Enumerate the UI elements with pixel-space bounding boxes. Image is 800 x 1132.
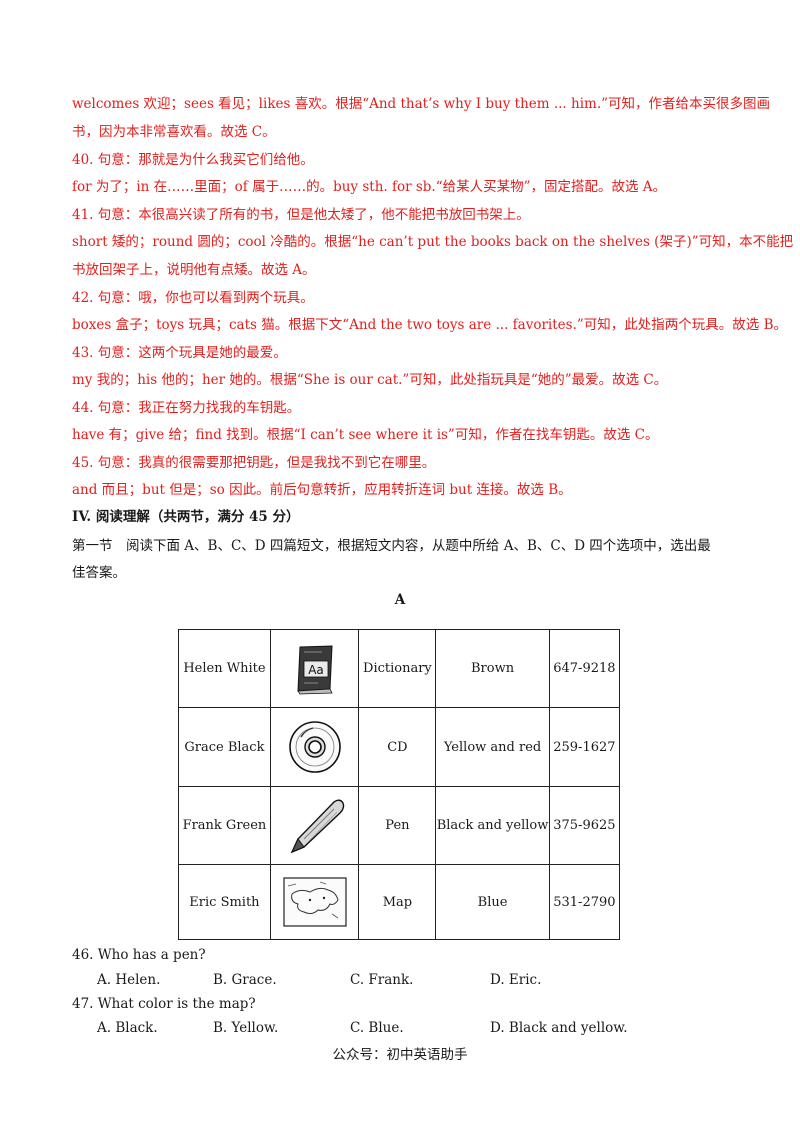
item-name: CD — [358, 707, 437, 787]
person-name: Frank Green — [178, 786, 271, 865]
section-intro: 佳答案。 — [72, 565, 126, 581]
explanation-line: and 而且；but 但是；so 因此。前后句意转折，应用转折连词 but 连接… — [72, 482, 572, 498]
explanation-line: 43. 句意：这两个玩具是她的最爱。 — [72, 345, 287, 361]
explanation-line: 书，因为本非常喜欢看。故选 C。 — [72, 124, 276, 140]
phone-number: 259-1627 — [548, 707, 621, 787]
explanation-line: 41. 句意：本很高兴读了所有的书，但是他太矮了，他不能把书放回书架上。 — [72, 207, 530, 223]
explanation-line: 42. 句意：哦，你也可以看到两个玩具。 — [72, 290, 314, 306]
explanation-line: short 矮的；round 圆的；cool 冷酷的。根据“he can’t p… — [72, 234, 794, 250]
dictionary-letters: Aa — [308, 663, 324, 677]
explanation-line: boxes 盒子；toys 玩具；cats 猫。根据下文“And the two… — [72, 317, 787, 333]
map-icon — [269, 864, 360, 940]
item-name: Pen — [358, 786, 437, 865]
info-table: Helen White Aa Dictionary Brown 647-9218… — [178, 629, 621, 940]
explanation-line: 45. 句意：我真的很需要那把钥匙，但是我找不到它在哪里。 — [72, 455, 436, 471]
cd-icon — [269, 707, 360, 787]
table-row: Grace Black CD Yellow and red 259-1627 — [178, 707, 621, 787]
question-stem: 47. What color is the map? — [72, 996, 256, 1012]
answer-option: C. Frank. — [350, 972, 414, 988]
answer-option: C. Blue. — [350, 1020, 404, 1036]
explanation-line: have 有；give 给；find 找到。根据“I can’t see whe… — [72, 427, 659, 443]
explanation-line: 44. 句意：我正在努力找我的车钥匙。 — [72, 400, 301, 416]
item-color: Black and yellow — [435, 786, 550, 865]
explanation-line: 40. 句意：那就是为什么我买它们给他。 — [72, 152, 314, 168]
footer-text: 公众号：初中英语助手 — [332, 1047, 468, 1063]
phone-number: 647-9218 — [548, 629, 621, 708]
answer-option: D. Black and yellow. — [490, 1020, 628, 1036]
answer-option: A. Helen. — [97, 972, 161, 988]
question-stem: 46. Who has a pen? — [72, 947, 206, 963]
explanation-line: 书放回架子上，说明他有点矮。故选 A。 — [72, 262, 316, 278]
table-row: Helen White Aa Dictionary Brown 647-9218 — [178, 629, 621, 708]
pen-icon — [269, 786, 360, 865]
table-row: Eric Smith Map Blue 531-2790 — [178, 864, 621, 940]
dictionary-icon: Aa — [269, 629, 360, 708]
item-color: Blue — [435, 864, 550, 940]
answer-option: B. Grace. — [213, 972, 277, 988]
passage-label: A — [394, 592, 406, 608]
table-row: Frank Green Pen Black and yellow 375-962… — [178, 786, 621, 865]
phone-number: 531-2790 — [548, 864, 621, 940]
item-name: Dictionary — [358, 629, 437, 708]
explanation-line: welcomes 欢迎；sees 看见；likes 喜欢。根据“And that… — [72, 96, 771, 112]
item-color: Yellow and red — [435, 707, 550, 787]
phone-number: 375-9625 — [548, 786, 621, 865]
item-color: Brown — [435, 629, 550, 708]
explanation-line: for 为了；in 在……里面；of 属于……的。buy sth. for sb… — [72, 179, 667, 195]
answer-option: B. Yellow. — [213, 1020, 279, 1036]
answer-option: D. Eric. — [490, 972, 542, 988]
answer-option: A. Black. — [97, 1020, 158, 1036]
person-name: Eric Smith — [178, 864, 271, 940]
explanation-line: my 我的；his 他的；her 她的。根据“She is our cat.”可… — [72, 372, 668, 388]
person-name: Helen White — [178, 629, 271, 708]
item-name: Map — [358, 864, 437, 940]
section-heading: IV. 阅读理解（共两节，满分 45 分） — [72, 509, 300, 525]
section-intro: 第一节 阅读下面 A、B、C、D 四篇短文，根据短文内容，从题中所给 A、B、C… — [72, 538, 711, 554]
person-name: Grace Black — [178, 707, 271, 787]
